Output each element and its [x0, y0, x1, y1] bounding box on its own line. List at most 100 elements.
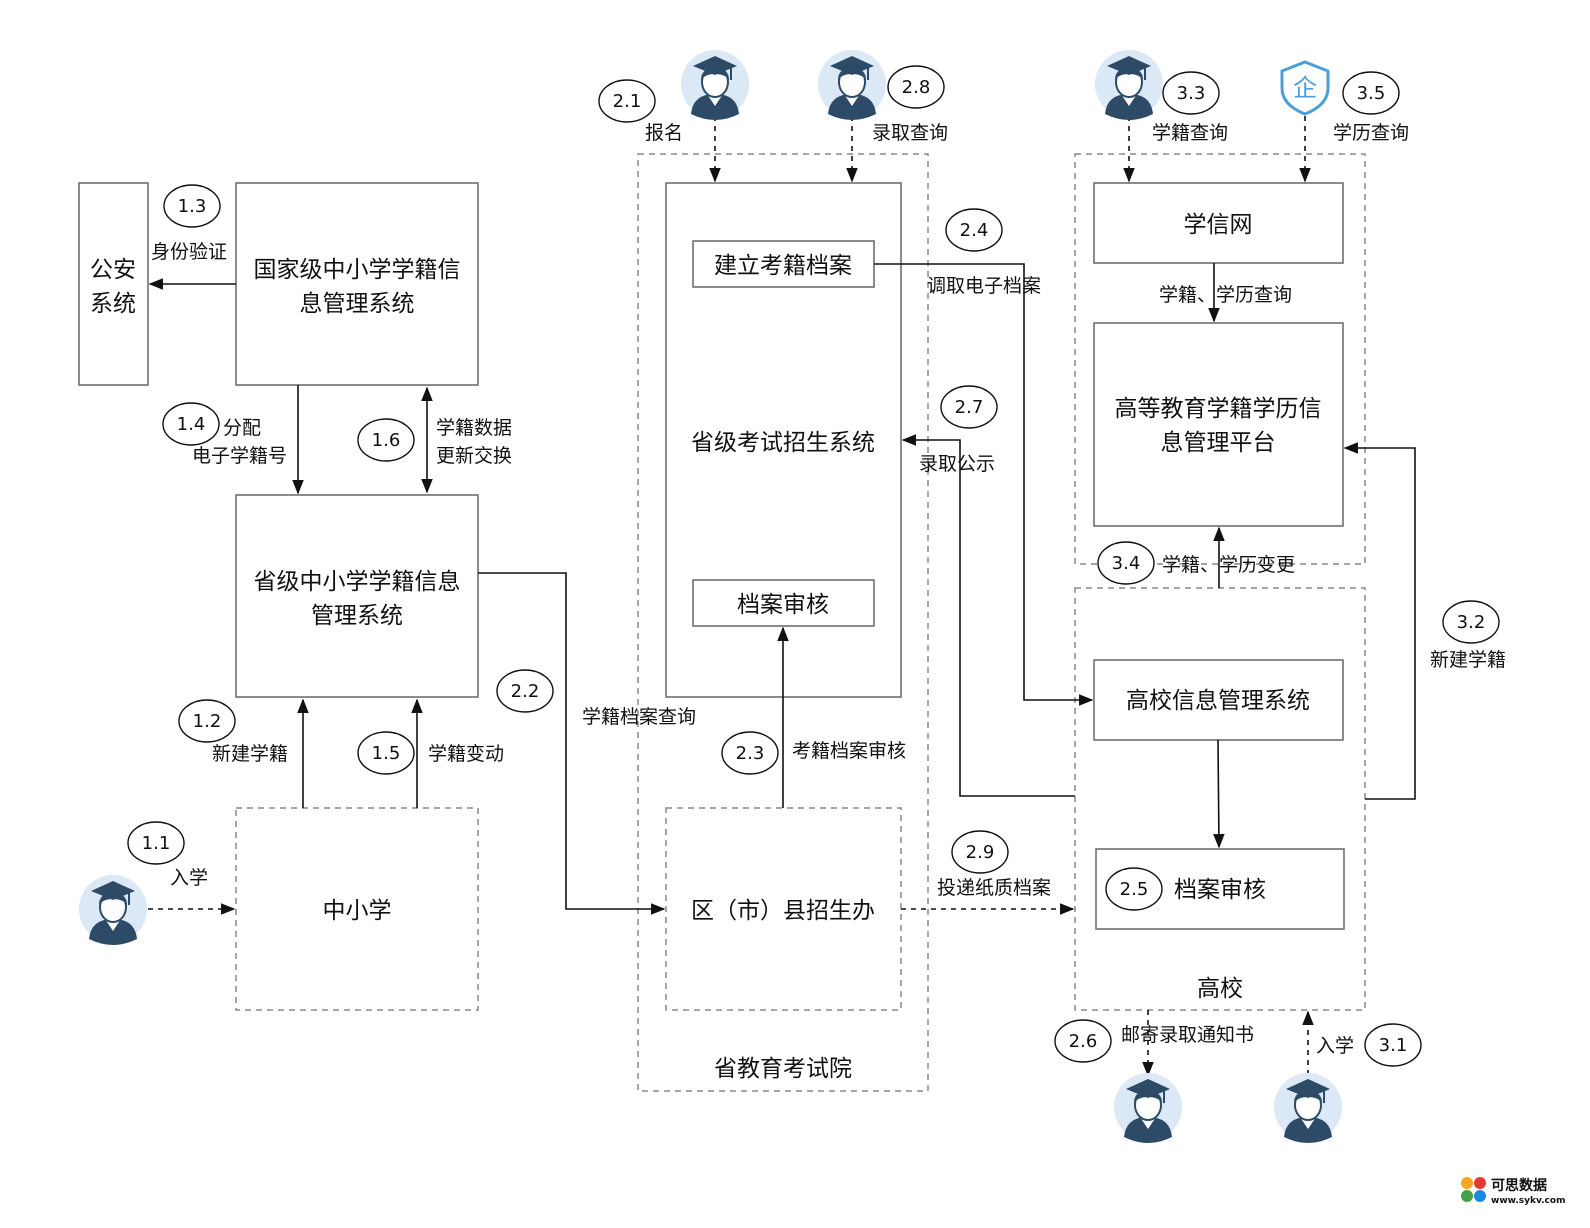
- public-security-box: [78, 182, 149, 386]
- step-2-3: 2.3: [721, 731, 779, 775]
- step-2-1: 2.1: [598, 79, 656, 123]
- step-2-1-num: 2.1: [613, 91, 642, 112]
- step-2-9-num: 2.9: [966, 842, 995, 863]
- step-2-7-label: 录取公示: [919, 453, 995, 475]
- step-2-2-num: 2.2: [511, 681, 540, 702]
- step-2-6: 2.6: [1054, 1019, 1112, 1063]
- exam-system-label: 省级考试招生系统: [691, 430, 875, 456]
- step-3-2-label: 新建学籍: [1430, 649, 1506, 671]
- step-2-2: 2.2: [496, 669, 554, 713]
- step-3-4-num: 3.4: [1112, 553, 1141, 574]
- chsi-box: [1093, 182, 1344, 264]
- chsi-query-label: 学籍、学历查询: [1159, 284, 1292, 306]
- step-2-4-label: 调取电子档案: [927, 275, 1041, 297]
- public-security-label-2: 系统: [90, 291, 136, 317]
- arrow-2-2: [478, 572, 666, 915]
- step-2-1-label: 报名: [645, 122, 683, 144]
- student-avatar-icon: [817, 49, 887, 121]
- step-1-5-num: 1.5: [372, 743, 401, 764]
- step-3-1-label: 入学: [1316, 1035, 1354, 1057]
- step-2-7-num: 2.7: [955, 397, 984, 418]
- exam-institute-container: [637, 153, 929, 1092]
- step-1-4-label-2: 电子学籍号: [192, 445, 287, 467]
- build-archive-label: 建立考籍档案: [714, 253, 852, 279]
- national-system-label-1: 国家级中小学学籍信: [254, 257, 461, 283]
- step-1-5-label: 学籍变动: [428, 743, 504, 765]
- univ-system-box: [1093, 659, 1344, 741]
- step-2-9-label: 投递纸质档案: [937, 877, 1051, 899]
- public-security-label-1: 公安: [90, 257, 136, 283]
- platform-box: [1093, 322, 1344, 527]
- step-3-5-num: 3.5: [1357, 83, 1386, 104]
- step-2-3-label: 考籍档案审核: [792, 740, 906, 762]
- enterprise-char: 企: [1293, 74, 1317, 102]
- step-2-3-num: 2.3: [736, 743, 765, 764]
- step-2-8-label: 录取查询: [872, 122, 948, 144]
- exam-institute-label: 省教育考试院: [714, 1056, 852, 1082]
- national-system-label-2: 息管理系统: [300, 291, 415, 317]
- student-avatar-icon: [78, 874, 148, 946]
- step-1-2-label: 新建学籍: [212, 743, 288, 765]
- step-3-2-num: 3.2: [1457, 612, 1486, 633]
- step-1-2: 1.2: [178, 699, 236, 743]
- step-2-8-num: 2.8: [902, 77, 931, 98]
- step-3-3: 3.3: [1162, 71, 1220, 115]
- student-avatar-icon: [1113, 1072, 1183, 1144]
- univ-system-label: 高校信息管理系统: [1126, 688, 1310, 714]
- provincial-system-label-1: 省级中小学学籍信息: [254, 569, 461, 595]
- student-avatar-icon: [1094, 49, 1164, 121]
- step-1-6: 1.6: [357, 418, 415, 462]
- step-1-4-num: 1.4: [177, 414, 206, 435]
- chsi-label: 学信网: [1184, 212, 1253, 238]
- step-2-2-label: 学籍档案查询: [582, 706, 696, 728]
- step-1-4: 1.4: [162, 402, 220, 446]
- arrow-univ-review: [1213, 739, 1225, 849]
- platform-label-2: 息管理平台: [1161, 430, 1276, 456]
- watermark-logo: 可思数据 www.sykv.com: [1461, 1177, 1565, 1206]
- step-1-6-label: 学籍数据: [436, 417, 512, 439]
- university-label: 高校: [1197, 976, 1243, 1002]
- step-2-6-label: 邮寄录取通知书: [1121, 1024, 1254, 1046]
- step-1-1: 1.1: [127, 821, 185, 865]
- student-avatar-icon: [680, 49, 750, 121]
- arrow-2-4: [874, 263, 1094, 706]
- step-3-1-num: 3.1: [1379, 1035, 1408, 1056]
- step-1-4-label: 分配: [223, 417, 261, 439]
- provincial-system-label-2: 管理系统: [311, 603, 403, 629]
- step-2-7: 2.7: [940, 385, 998, 429]
- archive-review-exam-label: 档案审核: [737, 592, 829, 618]
- enterprise-shield-icon: 企: [1280, 60, 1330, 116]
- district-office-label: 区（市）县招生办: [691, 898, 875, 924]
- step-1-3-num: 1.3: [178, 196, 207, 217]
- step-2-4-num: 2.4: [960, 220, 989, 241]
- step-3-4-label: 学籍、学历变更: [1162, 554, 1295, 576]
- step-2-5-num: 2.5: [1120, 879, 1149, 900]
- school-label: 中小学: [323, 898, 392, 924]
- step-3-2: 3.2: [1442, 600, 1500, 644]
- step-1-2-num: 1.2: [193, 711, 222, 732]
- step-1-6-num: 1.6: [372, 430, 401, 451]
- step-3-3-num: 3.3: [1177, 83, 1206, 104]
- watermark-url: www.sykv.com: [1491, 1196, 1565, 1206]
- step-3-3-label: 学籍查询: [1152, 122, 1228, 144]
- step-2-6-num: 2.6: [1069, 1031, 1098, 1052]
- national-system-box: [235, 182, 479, 386]
- step-1-3-label: 身份验证: [151, 241, 227, 263]
- platform-label-1: 高等教育学籍学历信: [1115, 396, 1322, 422]
- step-2-4: 2.4: [945, 208, 1003, 252]
- step-2-5: 2.5: [1105, 867, 1163, 911]
- arrow-2-7: [901, 434, 1075, 797]
- archive-review-univ-label: 档案审核: [1174, 877, 1266, 903]
- step-1-1-label: 入学: [170, 867, 208, 889]
- archive-review-exam-box: [692, 579, 875, 627]
- step-1-3: 1.3: [163, 184, 221, 228]
- step-2-8: 2.8: [887, 65, 945, 109]
- student-avatar-icon: [1273, 1072, 1343, 1144]
- arrow-3-2: [1343, 442, 1416, 800]
- step-3-1: 3.1: [1364, 1023, 1422, 1067]
- step-1-1-num: 1.1: [142, 833, 171, 854]
- step-1-6-label-2: 更新交换: [436, 445, 512, 467]
- build-archive-box: [692, 240, 875, 288]
- provincial-system-box: [235, 494, 479, 698]
